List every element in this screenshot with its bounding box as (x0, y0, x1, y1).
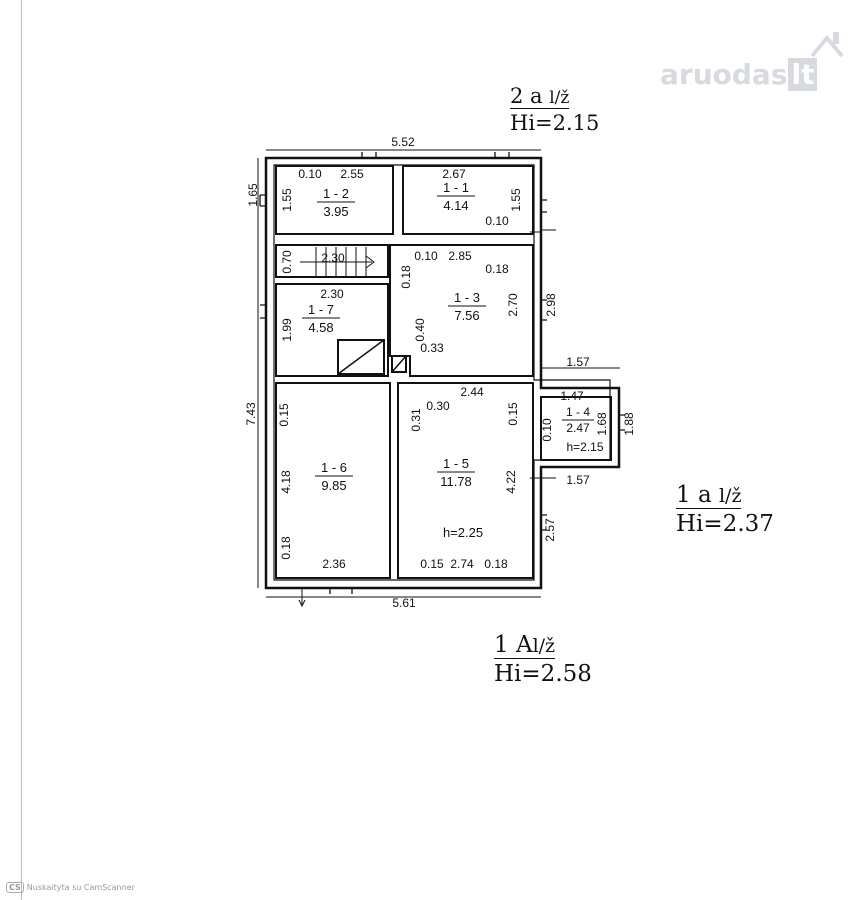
dim-text: 0.18 (485, 262, 509, 276)
room-1-3-outline (389, 244, 534, 377)
dim-text: 1.88 (622, 412, 636, 436)
dim-text: 0.30 (426, 399, 450, 413)
dim-text: 0.15 (277, 403, 291, 427)
level-main-mark: l/ž (532, 635, 556, 657)
dim-text: 1.65 (246, 183, 260, 207)
level-upper-mark: l/ž (549, 88, 570, 108)
dimension-texts: 5.52 0.10 2.55 2.67 0.10 2.30 0.10 2.85 … (298, 135, 590, 610)
room-height: h=2.25 (443, 525, 483, 540)
dim-text: 2.98 (544, 293, 558, 317)
room-1-2-outline (275, 165, 394, 235)
dim-text: 2.70 (506, 293, 520, 317)
dim-text: 1.47 (560, 389, 584, 403)
dim-text: 2.30 (320, 287, 344, 301)
room-1-6-outline (275, 382, 391, 579)
scan-page-edge (21, 0, 22, 900)
room-id: 1 - 7 (308, 302, 334, 317)
dim-text: 4.22 (504, 470, 518, 494)
room-area: 4.58 (308, 320, 333, 335)
dim-text: 7.43 (244, 402, 258, 426)
room-area: 4.14 (443, 198, 468, 213)
dim-text: 1.57 (566, 355, 590, 369)
dimension-lines (257, 149, 620, 608)
dim-text: 2.36 (322, 557, 346, 571)
room-area: 3.95 (323, 204, 348, 219)
room-id: 1 - 6 (321, 460, 347, 475)
dim-text: 4.18 (279, 470, 293, 494)
room-1-7-outline (275, 283, 389, 377)
stair-outline (275, 244, 389, 278)
dim-text: 0.18 (279, 536, 293, 560)
dim-text: 2.55 (340, 167, 364, 181)
room-id: 1 - 1 (443, 180, 469, 195)
window-marks (259, 152, 625, 594)
dim-text: 0.10 (298, 167, 322, 181)
level-side-mark: l/ž (718, 485, 742, 507)
room-height: h=2.15 (566, 440, 603, 454)
room-id: 1 - 2 (323, 186, 349, 201)
dim-text: 0.15 (506, 402, 520, 426)
stove-outline (337, 339, 385, 375)
level-side-line1: 1 a (676, 482, 712, 508)
level-side-line2: Hi=2.37 (676, 511, 774, 537)
inner-wall-outline (273, 164, 611, 581)
watermark-tld: lt (788, 58, 818, 91)
room-area: 9.85 (321, 478, 346, 493)
dim-text: 5.61 (392, 596, 416, 610)
dim-text: 0.10 (540, 418, 554, 442)
dim-text: 0.10 (414, 249, 438, 263)
watermark-brand: aruodas (660, 58, 788, 91)
dim-text: 1.68 (595, 412, 609, 436)
room-area: 7.56 (454, 308, 479, 323)
level-label-side: 1 a l/ž Hi=2.37 (676, 484, 774, 536)
level-upper-line2: Hi=2.15 (510, 111, 600, 135)
level-label-main: 1 Al/ž Hi=2.58 (494, 634, 592, 686)
room-id: 1 - 4 (566, 405, 590, 419)
dim-text: 2.44 (460, 385, 484, 399)
dim-text: 2.67 (442, 167, 466, 181)
room-labels: 1 - 2 3.95 1 - 1 4.14 1 - 3 7.56 1 - 7 4… (302, 180, 604, 540)
dim-text: 0.70 (280, 250, 294, 274)
room-area: 11.78 (440, 474, 472, 489)
dim-text: 5.52 (391, 135, 415, 149)
dim-text: 1.55 (280, 188, 294, 212)
dim-text: 2.57 (543, 518, 557, 542)
outer-wall (264, 156, 621, 590)
dim-text: 2.74 (450, 557, 474, 571)
camscanner-text: Nuskaityta su CamScanner (26, 883, 135, 892)
dim-text: 0.18 (484, 557, 508, 571)
dim-text: 0.10 (485, 214, 509, 228)
level-main-line1: 1 A (494, 632, 533, 658)
dim-text: 1.55 (509, 188, 523, 212)
vertical-dimension-texts: 1.65 1.55 1.55 0.70 0.18 2.70 2.98 1.99 … (244, 183, 636, 560)
camscanner-badge: CS (6, 882, 24, 893)
stair-treads (300, 247, 375, 276)
dim-text: 0.40 (413, 318, 427, 342)
dim-text: 2.85 (448, 249, 472, 263)
room-id: 1 - 5 (443, 456, 469, 471)
room-1-4-outline (540, 396, 612, 461)
dim-text: 0.33 (420, 341, 444, 355)
dim-text: 0.18 (399, 265, 413, 289)
room-1-5-outline (397, 382, 534, 579)
dim-text: 1.99 (280, 318, 294, 342)
dim-text: 2.30 (321, 251, 345, 265)
level-main-line2: Hi=2.58 (494, 661, 592, 687)
room-1-1-outline (402, 165, 534, 235)
dim-text: 0.31 (409, 408, 423, 432)
level-label-upper: 2 a l/ž Hi=2.15 (510, 86, 599, 134)
level-upper-line1: 2 a (510, 84, 543, 108)
room-id: 1 - 3 (454, 290, 480, 305)
house-roof-icon (810, 32, 844, 58)
room-area: 2.47 (566, 421, 590, 435)
chimney-outline (391, 355, 407, 373)
dim-text: 0.15 (420, 557, 444, 571)
dim-text: 1.57 (566, 473, 590, 487)
